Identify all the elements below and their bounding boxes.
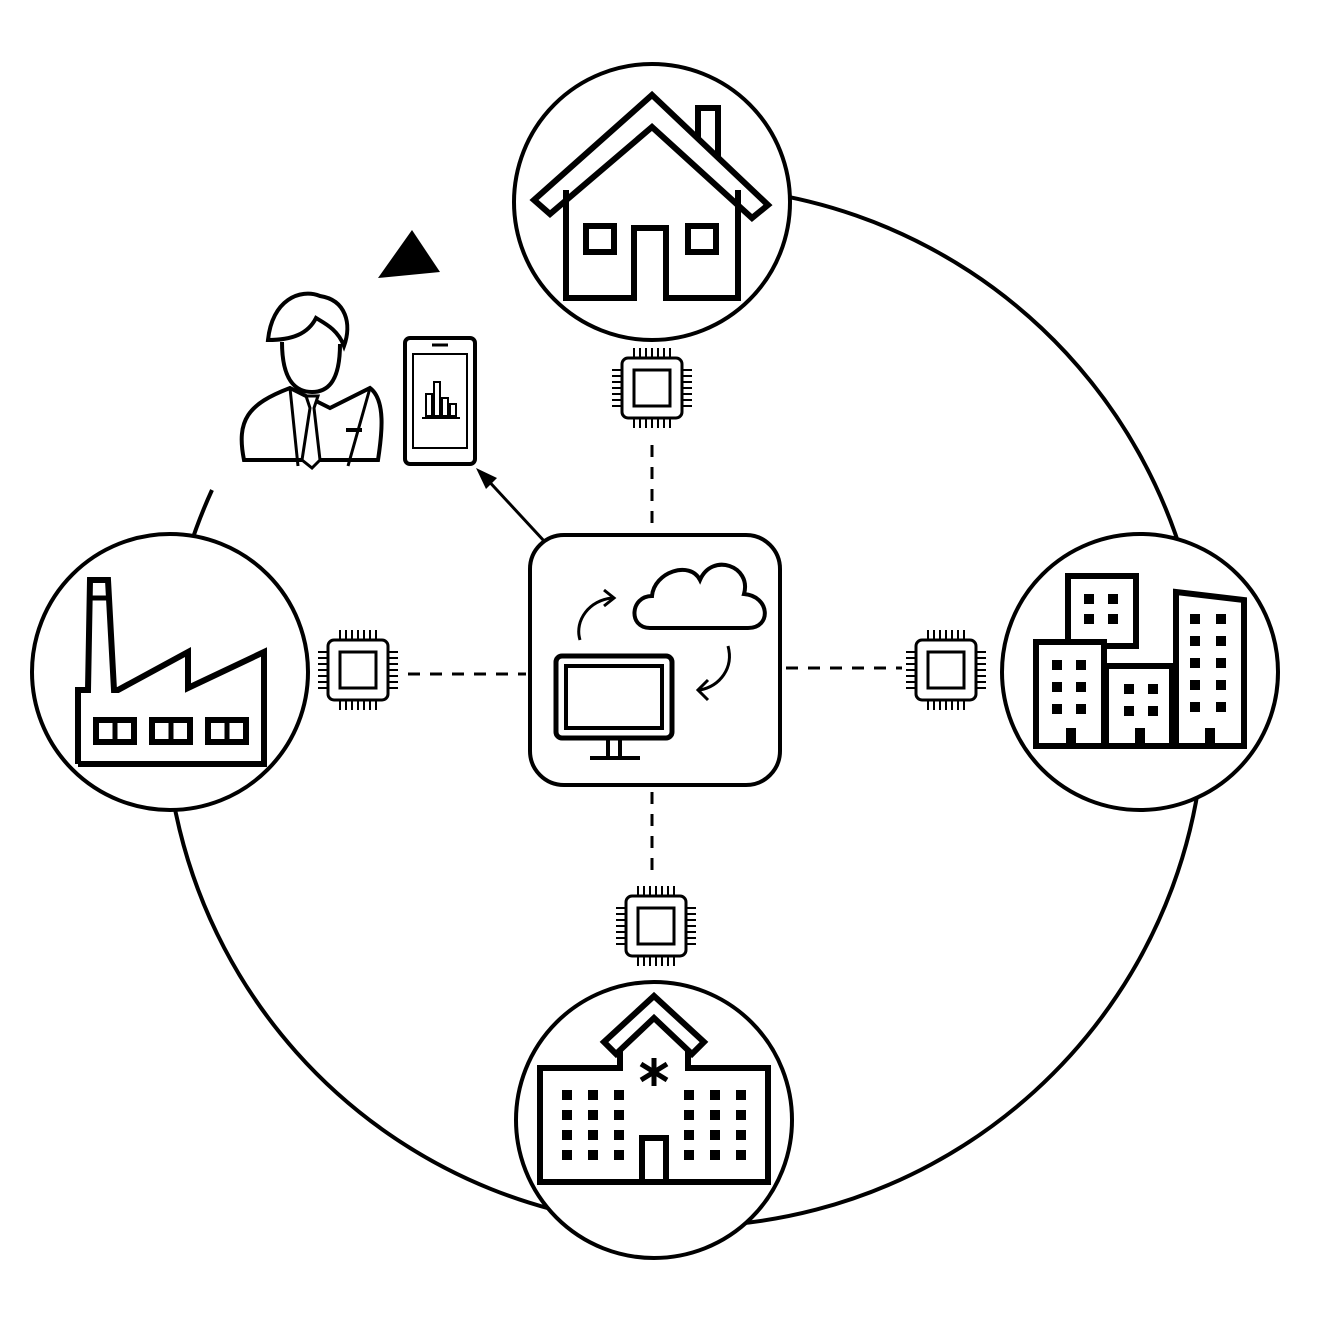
dashed-connectors [408,445,902,880]
office-buildings-icon [1033,573,1247,749]
smartphone-chart-icon [403,336,477,466]
chip-icon [906,630,986,710]
hospital-node [514,980,794,1260]
data-flow-arrow [476,468,547,544]
chip-icon [318,630,398,710]
chip-icon [612,348,692,428]
businessman-icon [239,291,384,471]
monitor-icon [553,653,675,760]
sync-arrows-icon [577,588,731,702]
chip-icon [616,886,696,966]
house-icon [529,90,773,301]
ring-arrow-icon [378,230,440,278]
hospital-icon [537,991,771,1185]
network-ring [162,184,1207,1229]
central-hub [528,533,782,787]
factory-icon [75,577,267,767]
cloud-icon [632,562,767,630]
